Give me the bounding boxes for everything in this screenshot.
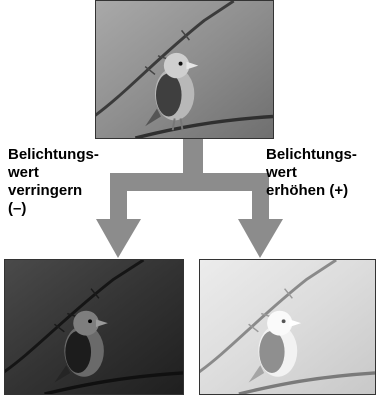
label-decrease-line-4: (–) (8, 200, 27, 217)
arrow-stem (183, 139, 203, 173)
label-decrease-exposure: Belichtungs- wert verringern (–) (8, 146, 128, 218)
label-increase-exposure: Belichtungs- wert erhöhen (+) (266, 146, 376, 200)
arrow-right-head (238, 219, 283, 258)
bird-photo-brighter (199, 259, 376, 395)
arrow-left-head (96, 219, 141, 258)
label-increase-line-1: Belichtungs- (266, 146, 357, 163)
bird-photo-original (95, 0, 274, 139)
bird-photo-darker (4, 259, 184, 395)
label-decrease-line-2: wert (8, 164, 39, 181)
label-increase-line-2: wert (266, 164, 297, 181)
label-decrease-line-1: Belichtungs- (8, 146, 99, 163)
arrow-crossbar (110, 173, 269, 191)
label-increase-line-3: erhöhen (+) (266, 182, 349, 199)
label-decrease-line-3: verringern (8, 182, 83, 199)
